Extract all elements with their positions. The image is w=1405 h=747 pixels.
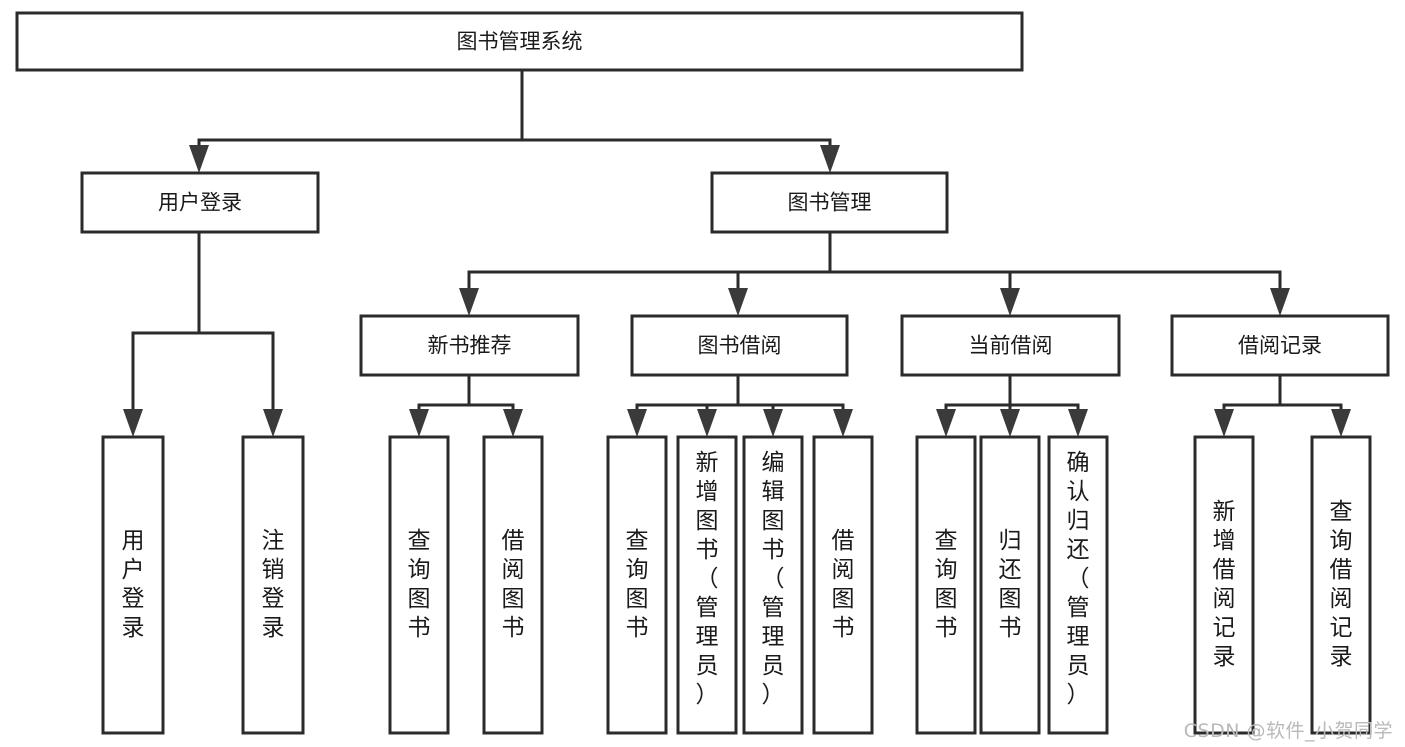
- node-rect[interactable]: [900, 314, 1121, 377]
- node-label-vertical: 借阅图书: [832, 528, 855, 641]
- node-leaf-bb-borrow[interactable]: 借阅图书: [812, 435, 874, 735]
- arrow-head-icon: [189, 145, 209, 173]
- watermark-text: CSDN @软件_小贺同学: [1183, 720, 1393, 742]
- node-rect[interactable]: [630, 314, 849, 377]
- node-leaf-br-query[interactable]: 查询借阅记录: [1310, 435, 1372, 735]
- node-current-borrow[interactable]: 当前借阅: [900, 314, 1121, 377]
- node-label-vertical: 查询图书: [935, 528, 958, 641]
- arrow-head-icon: [1331, 409, 1351, 437]
- node-leaf-bb-query[interactable]: 查询图书: [606, 435, 668, 735]
- node-rect[interactable]: [15, 11, 1024, 72]
- arrow-head-icon: [936, 409, 956, 437]
- arrow-head-icon: [1000, 288, 1020, 316]
- arrow-head-icon: [728, 288, 748, 316]
- arrow-head-icon: [123, 409, 143, 437]
- connector-book-borrow: [627, 373, 853, 437]
- node-layer: 图书管理系统用户登录图书管理新书推荐图书借阅当前借阅借阅记录用户登录注销登录查询…: [15, 11, 1390, 735]
- node-user-login[interactable]: 用户登录: [80, 171, 320, 234]
- node-label: 图书管理: [788, 191, 872, 215]
- arrow-head-icon: [459, 288, 479, 316]
- node-rect[interactable]: [241, 435, 305, 735]
- node-leaf-user-logout[interactable]: 注销登录: [241, 435, 305, 735]
- node-label: 借阅记录: [1238, 334, 1322, 358]
- node-rect[interactable]: [1047, 435, 1109, 735]
- node-leaf-rec-borrow[interactable]: 借阅图书: [482, 435, 544, 735]
- connector-user-login: [123, 230, 283, 437]
- arrow-head-icon: [263, 409, 283, 437]
- node-label-vertical: 确认归还（管理员）: [1067, 450, 1090, 708]
- node-rect[interactable]: [606, 435, 668, 735]
- arrow-head-icon: [1000, 409, 1020, 437]
- node-label-vertical: 查询图书: [408, 528, 431, 641]
- node-label: 图书借阅: [698, 334, 782, 358]
- connector-book-manage: [459, 230, 1290, 316]
- arrow-head-icon: [409, 409, 429, 437]
- connector-current-borrow: [936, 373, 1088, 437]
- connector-layer: [123, 68, 1351, 437]
- node-label-vertical: 新增图书（管理员）: [696, 450, 719, 708]
- node-leaf-user-login[interactable]: 用户登录: [101, 435, 165, 735]
- node-rect[interactable]: [812, 435, 874, 735]
- arrow-head-icon: [763, 409, 783, 437]
- arrow-head-icon: [820, 145, 840, 173]
- node-label-vertical: 归还图书: [999, 528, 1022, 641]
- node-leaf-bb-edit[interactable]: 编辑图书（管理员）: [742, 435, 804, 735]
- node-label-vertical: 查询图书: [626, 528, 649, 641]
- node-book-borrow[interactable]: 图书借阅: [630, 314, 849, 377]
- connector-borrow-record: [1214, 373, 1351, 437]
- node-rect[interactable]: [359, 314, 580, 377]
- node-rect[interactable]: [676, 435, 738, 735]
- node-rect[interactable]: [742, 435, 804, 735]
- node-borrow-record[interactable]: 借阅记录: [1170, 314, 1390, 377]
- node-rect[interactable]: [388, 435, 450, 735]
- node-rect[interactable]: [101, 435, 165, 735]
- node-rect[interactable]: [1193, 435, 1255, 735]
- node-label-vertical: 新增借阅记录: [1213, 499, 1236, 670]
- node-label: 用户登录: [158, 191, 242, 215]
- node-leaf-rec-query[interactable]: 查询图书: [388, 435, 450, 735]
- node-rect[interactable]: [915, 435, 977, 735]
- arrow-head-icon: [697, 409, 717, 437]
- node-book-manage[interactable]: 图书管理: [710, 171, 949, 234]
- node-label-vertical: 用户登录: [122, 528, 145, 641]
- node-rect[interactable]: [1170, 314, 1390, 377]
- node-leaf-bb-add[interactable]: 新增图书（管理员）: [676, 435, 738, 735]
- node-leaf-cb-confirm[interactable]: 确认归还（管理员）: [1047, 435, 1109, 735]
- node-leaf-cb-query[interactable]: 查询图书: [915, 435, 977, 735]
- node-new-book-rec[interactable]: 新书推荐: [359, 314, 580, 377]
- node-label-vertical: 查询借阅记录: [1330, 499, 1353, 670]
- connector-root: [189, 68, 840, 173]
- node-leaf-cb-return[interactable]: 归还图书: [979, 435, 1041, 735]
- node-rect[interactable]: [979, 435, 1041, 735]
- arrow-head-icon: [1068, 409, 1088, 437]
- arrow-head-icon: [1214, 409, 1234, 437]
- node-rect[interactable]: [80, 171, 320, 234]
- arrow-head-icon: [1270, 288, 1290, 316]
- node-label: 当前借阅: [969, 334, 1053, 358]
- node-rect[interactable]: [710, 171, 949, 234]
- node-root-system[interactable]: 图书管理系统: [15, 11, 1024, 72]
- node-leaf-br-add[interactable]: 新增借阅记录: [1193, 435, 1255, 735]
- arrow-head-icon: [503, 409, 523, 437]
- connector-new-book-rec: [409, 373, 523, 437]
- node-label: 新书推荐: [428, 334, 512, 358]
- arrow-head-icon: [627, 409, 647, 437]
- arrow-head-icon: [833, 409, 853, 437]
- node-label-vertical: 注销登录: [262, 528, 285, 641]
- node-label-vertical: 借阅图书: [502, 528, 525, 641]
- node-rect[interactable]: [1310, 435, 1372, 735]
- node-label-vertical: 编辑图书（管理员）: [762, 450, 785, 708]
- node-label: 图书管理系统: [457, 30, 583, 54]
- node-rect[interactable]: [482, 435, 544, 735]
